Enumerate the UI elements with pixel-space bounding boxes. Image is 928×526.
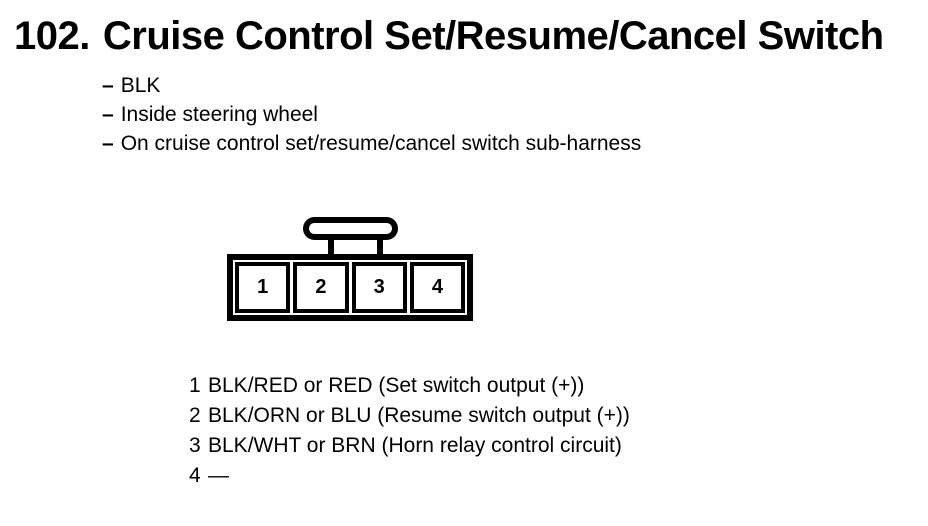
connector-pin-cell: 4 [409,262,465,313]
pinout-pin-number: 4 [189,464,201,487]
connector-pin-number: 2 [315,276,327,298]
pinout-pin-number: 1 [189,374,201,397]
connector-pin-cell: 1 [235,262,291,313]
pinout-pin-description: — [208,464,229,487]
pinout-list: 1 BLK/RED or RED (Set switch output (+))… [189,371,630,491]
connector-pin-number: 3 [373,276,385,298]
connector-lock-tab-leg [328,237,334,255]
connector-diagram: 1 2 3 4 [227,215,473,321]
pinout-pin-description: BLK/WHT or BRN (Horn relay control circu… [208,434,622,457]
dash-bullet: – [102,103,114,126]
note-item: – BLK [102,71,641,100]
connector-lock-tab-leg [377,237,383,255]
note-text: BLK [120,74,161,97]
section-number: 102. [14,14,90,58]
note-text: On cruise control set/resume/cancel swit… [120,132,642,155]
connector-pin-number: 4 [431,276,443,298]
note-item: – On cruise control set/resume/cancel sw… [102,129,641,158]
pinout-row: 4 — [189,461,630,491]
page-title: Cruise Control Set/Resume/Cancel Switch [102,14,884,58]
connector-pin-cell: 2 [293,262,349,313]
note-text: Inside steering wheel [120,103,318,126]
connector-lock-tab [303,217,398,240]
note-item: – Inside steering wheel [102,100,641,129]
connector-pin-number: 1 [257,276,269,298]
dash-bullet: – [102,74,114,97]
pinout-row: 2 BLK/ORN or BLU (Resume switch output (… [189,401,630,431]
pinout-pin-description: BLK/RED or RED (Set switch output (+)) [208,374,585,397]
connector-pin-cell: 3 [351,262,407,313]
dash-bullet: – [102,132,114,155]
page-header: 102. Cruise Control Set/Resume/Cancel Sw… [14,13,884,59]
pinout-row: 3 BLK/WHT or BRN (Horn relay control cir… [189,431,630,461]
connector-body: 1 2 3 4 [227,254,473,321]
pinout-pin-number: 3 [189,434,201,457]
component-notes: – BLK – Inside steering wheel – On cruis… [102,71,641,158]
pinout-pin-description: BLK/ORN or BLU (Resume switch output (+)… [208,404,630,427]
pinout-row: 1 BLK/RED or RED (Set switch output (+)) [189,371,630,401]
pinout-pin-number: 2 [189,404,201,427]
